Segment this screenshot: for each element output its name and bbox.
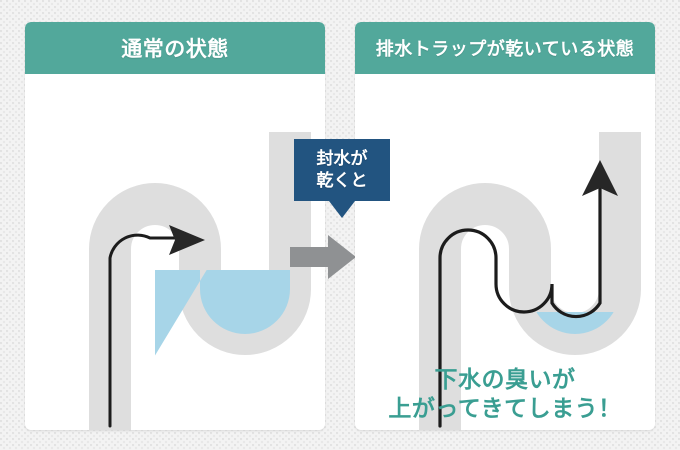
panel-normal-header: 通常の状態 <box>25 22 325 74</box>
panel-normal-state: 通常の状態 <box>25 22 325 430</box>
callout-line-2: 乾くと <box>316 171 368 191</box>
flow-arrow-escaping <box>438 160 618 428</box>
panel-normal-body <box>25 74 325 430</box>
smell-caption-line-2: 上がってきてしまう！ <box>388 396 622 423</box>
p-trap-diagram-sealed <box>89 132 311 430</box>
smell-warning-caption: 下水の臭いが 上がってきてしまう！ <box>355 366 655 425</box>
smell-caption-line-1: 下水の臭いが <box>434 367 576 393</box>
panel-dry-body: 下水の臭いが 上がってきてしまう！ <box>355 74 655 430</box>
right-arrow-icon <box>290 235 356 279</box>
panel-dry-state: 排水トラップが乾いている状態 <box>355 22 655 430</box>
panel-dry-header: 排水トラップが乾いている状態 <box>355 22 655 74</box>
flow-arrow-blocked <box>108 225 205 428</box>
panel-normal-title: 通常の状態 <box>121 37 229 61</box>
callout-tail <box>329 201 355 218</box>
p-trap-diagram-dry <box>419 132 641 430</box>
callout-line-1: 封水が <box>316 148 368 169</box>
callout-seal-dries: 封水が 乾くと <box>294 139 390 218</box>
panel-dry-title: 排水トラップが乾いている状態 <box>375 39 635 60</box>
